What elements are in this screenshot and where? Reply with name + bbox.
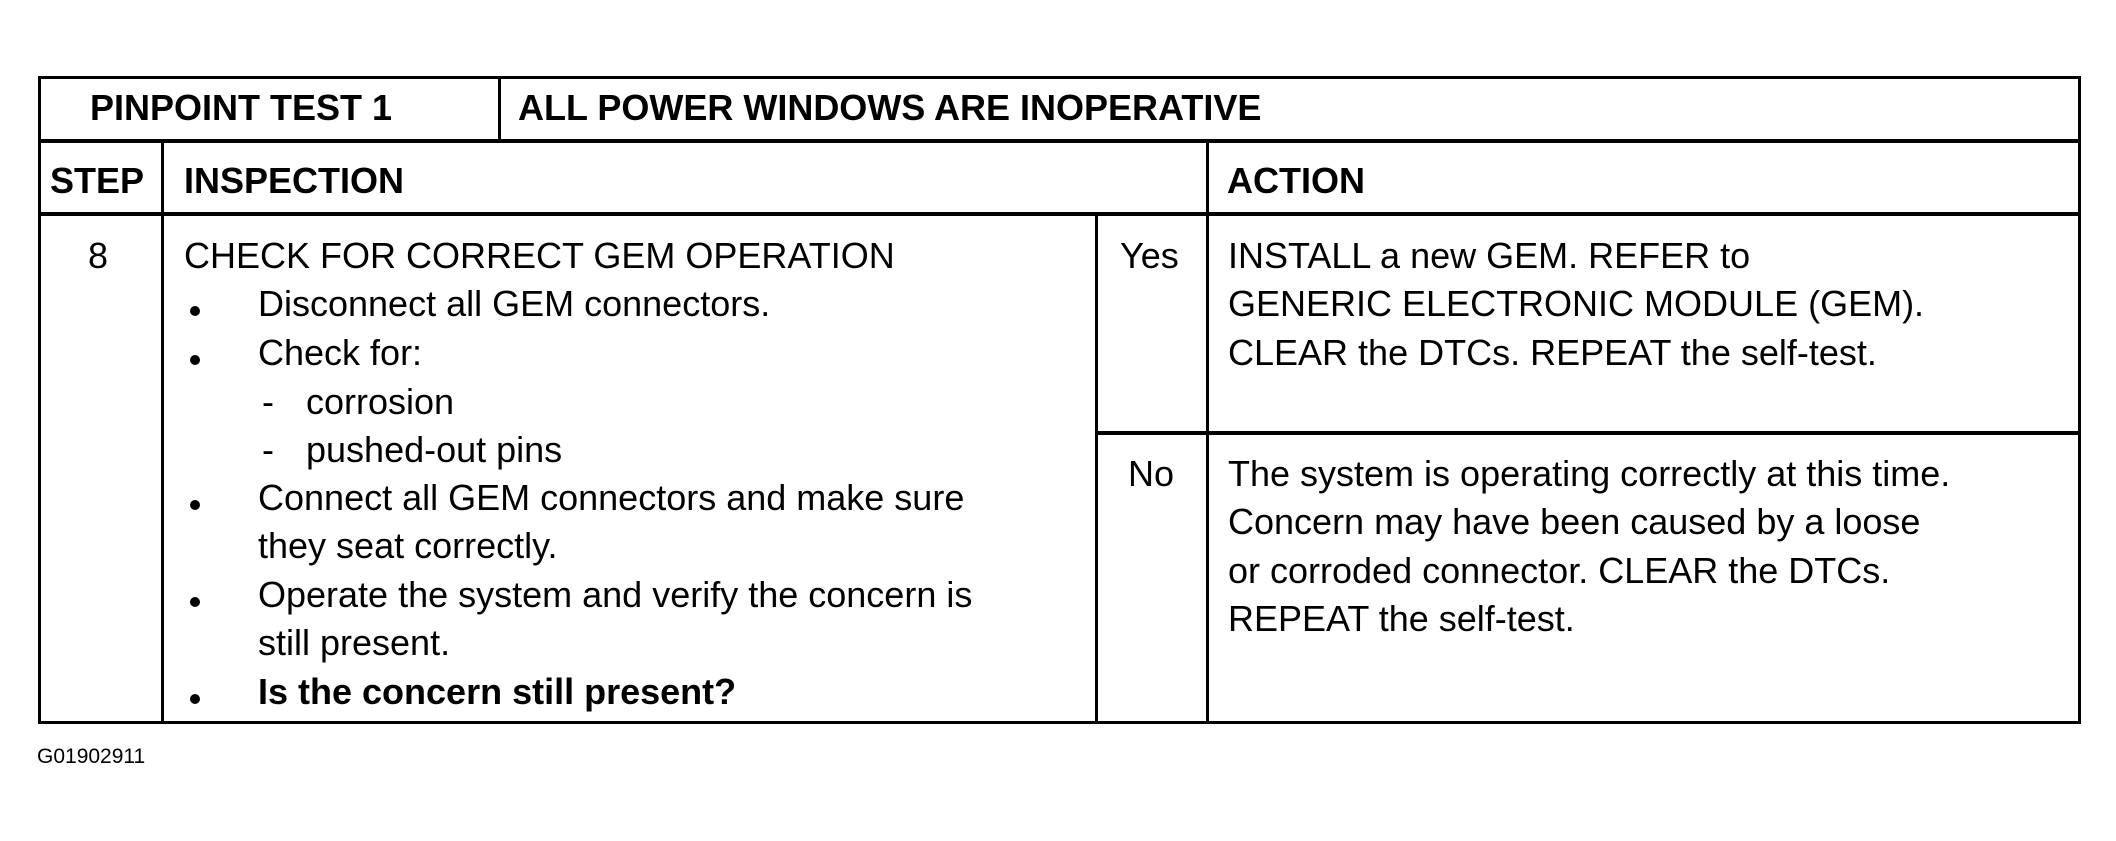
- dash-icon: -: [262, 381, 274, 422]
- inspection-item-continuation: they seat correctly.: [258, 525, 558, 566]
- inspection-subitem: pushed-out pins: [306, 429, 563, 470]
- action-column-header: ACTION: [1227, 160, 1365, 201]
- yes-no-divider: [1095, 431, 2081, 435]
- no-action-line: REPEAT the self-test.: [1228, 598, 1575, 639]
- no-label: No: [1128, 453, 1175, 494]
- no-action-line: The system is operating correctly at thi…: [1228, 453, 1951, 494]
- inspection-item-continuation: still present.: [258, 622, 451, 663]
- inspection-subitem: corrosion: [306, 381, 455, 422]
- bullet-icon: [190, 500, 200, 510]
- pinpoint-test-table: [38, 76, 2081, 724]
- inspection-column-header: INSPECTION: [184, 160, 405, 201]
- pinpoint-test-label: PINPOINT TEST 1: [90, 87, 393, 128]
- bullet-icon: [190, 306, 200, 316]
- bullet-icon: [190, 597, 200, 607]
- yes-action-line: CLEAR the DTCs. REPEAT the self-test.: [1228, 332, 1877, 373]
- header-divider: [38, 139, 2081, 143]
- inspection-title: CHECK FOR CORRECT GEM OPERATION: [184, 235, 895, 276]
- answer-column-divider: [1095, 212, 1098, 724]
- yes-label: Yes: [1120, 235, 1179, 276]
- step-column-divider: [161, 139, 164, 724]
- inspection-item: Disconnect all GEM connectors.: [258, 283, 771, 324]
- inspection-question: Is the concern still present?: [258, 671, 737, 712]
- inspection-item: Check for:: [258, 332, 423, 373]
- inspection-item: Operate the system and verify the concer…: [258, 574, 973, 615]
- bullet-icon: [190, 355, 200, 365]
- no-action-line: Concern may have been caused by a loose: [1228, 501, 1921, 542]
- column-header-divider: [38, 212, 2081, 216]
- yes-action-line: GENERIC ELECTRONIC MODULE (GEM).: [1228, 283, 1925, 324]
- yes-action-line: INSTALL a new GEM. REFER to: [1228, 235, 1751, 276]
- no-action-line: or corroded connector. CLEAR the DTCs.: [1228, 550, 1891, 591]
- test-label-divider: [498, 76, 501, 141]
- bullet-icon: [190, 694, 200, 704]
- step-number: 8: [88, 235, 109, 276]
- figure-id: G01902911: [37, 745, 146, 768]
- inspection-item: Connect all GEM connectors and make sure: [258, 477, 965, 518]
- dash-icon: -: [262, 429, 274, 470]
- step-column-header: STEP: [50, 160, 145, 201]
- action-column-divider: [1206, 139, 1209, 724]
- pinpoint-test-title: ALL POWER WINDOWS ARE INOPERATIVE: [518, 87, 1262, 128]
